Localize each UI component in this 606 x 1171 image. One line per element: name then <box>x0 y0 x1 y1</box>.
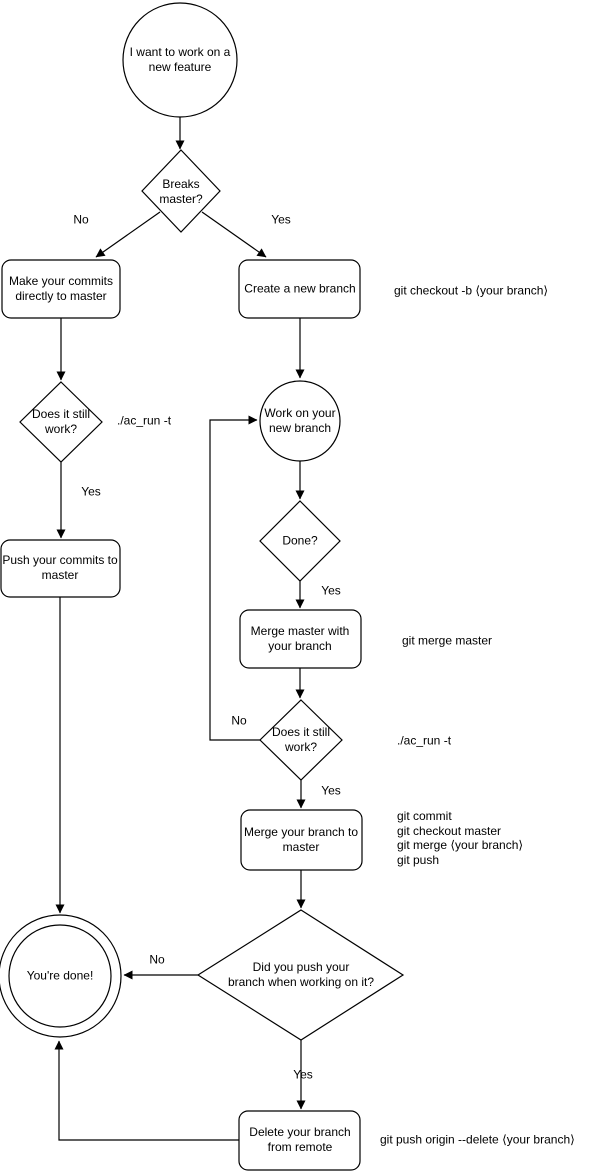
text-line: your branch <box>268 639 332 653</box>
make-commits-box <box>1 259 121 319</box>
edge-label-breaks-yes: Yes <box>271 213 291 228</box>
merge-branch-label: Merge your branch to master <box>244 825 358 855</box>
start-circle <box>122 2 238 118</box>
text-line: Yes <box>271 212 291 227</box>
text-line: Yes <box>81 484 101 499</box>
text-line: No <box>231 713 247 728</box>
text-line: Merge your branch to <box>243 825 359 839</box>
text-line: Work on your <box>264 406 336 420</box>
text-line: No <box>149 952 165 967</box>
delete-branch-label: Delete your branch from remote <box>249 1125 350 1155</box>
text-line: git commit <box>397 809 452 823</box>
delete-branch-box <box>238 1110 361 1171</box>
still-work-left-diamond <box>19 381 103 463</box>
annotation-delete-branch-cmd: git push origin --delete ⟨your branch⟩ <box>380 1132 575 1147</box>
text-line: Done? <box>282 533 318 548</box>
text-line: Delete your branch <box>249 1125 351 1139</box>
still-work-left-label: Does it still work? <box>32 407 90 437</box>
merge-branch-box <box>240 809 363 871</box>
text-line: Yes <box>321 783 341 798</box>
text-line: new branch <box>268 421 332 435</box>
text-line: work? <box>284 740 318 754</box>
text-line: Does it still <box>271 725 331 739</box>
done-label: Done? <box>282 534 317 549</box>
edge-breaks-yes <box>201 211 267 258</box>
text-line: git merge ⟨your branch⟩ <box>397 838 524 852</box>
text-line: Push your commits to <box>2 553 118 567</box>
text-line: Did you push your <box>252 960 350 974</box>
edge-label-done-yes: Yes <box>321 584 341 599</box>
still-work-right-label: Does it still work? <box>272 725 330 755</box>
breaks-master-diamond <box>141 149 221 233</box>
text-line: You're done! <box>26 968 94 983</box>
text-line: branch when working on it? <box>227 975 375 989</box>
text-line: I want to work on a <box>129 45 231 59</box>
edge-label-did-push-yes: Yes <box>293 1068 313 1083</box>
work-branch-label: Work on your new branch <box>264 406 335 436</box>
edge-delete-to-youre-done-loop <box>54 1040 239 1141</box>
merge-master-box <box>239 609 362 669</box>
merge-master-label: Merge master with your branch <box>251 624 350 654</box>
still-work-right-diamond <box>259 699 343 781</box>
breaks-master-label: Breaks master? <box>159 177 202 207</box>
annotation-still-work-right-cmd: ./ac_run -t <box>397 733 452 748</box>
text-line: from remote <box>267 1140 333 1154</box>
edge-label-breaks-no: No <box>73 213 88 228</box>
edge-label-did-push-no: No <box>149 953 164 968</box>
did-push-diamond <box>196 909 405 1041</box>
done-diamond <box>259 500 341 582</box>
youre-done-inner-circle <box>8 924 112 1028</box>
text-line: master <box>282 840 320 854</box>
text-line: directly to master <box>15 289 107 303</box>
text-line: work? <box>44 422 78 436</box>
create-branch-label: Create a new branch <box>244 282 355 297</box>
text-line: Create a new branch <box>244 281 356 296</box>
youre-done-label: You're done! <box>27 969 94 984</box>
text-line: git checkout master <box>397 823 502 838</box>
edge-label-still-work-right-yes: Yes <box>321 784 341 799</box>
text-line: No <box>73 212 89 227</box>
annotation-still-work-left-cmd: ./ac_run -t <box>117 413 172 428</box>
make-commits-label: Make your commits directly to master <box>9 274 113 304</box>
push-commits-box <box>0 539 121 598</box>
text-line: Yes <box>293 1067 313 1082</box>
annotation-create-branch-cmd: git checkout -b ⟨your branch⟩ <box>394 283 549 298</box>
did-push-label: Did you push your branch when working on… <box>228 960 374 990</box>
text-line: git push <box>397 852 440 867</box>
text-line: Yes <box>321 583 341 598</box>
edge-still-work-right-no-loop <box>209 415 260 741</box>
annotation-merge-master-cmd: git merge master <box>402 633 493 648</box>
create-branch-box <box>238 259 361 319</box>
text-line: Make your commits <box>8 274 114 288</box>
text-line: Merge master with <box>250 624 350 638</box>
edge-breaks-no <box>95 211 161 258</box>
text-line: Does it still <box>31 407 91 421</box>
annotation-merge-branch-cmds: git commit git checkout master git merge… <box>397 809 523 867</box>
text-line: new feature <box>148 60 212 74</box>
edge-label-still-work-right-no: No <box>231 714 246 729</box>
push-commits-label: Push your commits to master <box>2 553 117 583</box>
start-label: I want to work on a new feature <box>130 45 231 75</box>
edge-label-still-work-left-yes: Yes <box>81 485 101 500</box>
text-line: Breaks <box>162 177 200 191</box>
text-line: master? <box>159 192 203 206</box>
work-branch-circle <box>259 380 341 462</box>
text-line: master <box>41 568 79 582</box>
